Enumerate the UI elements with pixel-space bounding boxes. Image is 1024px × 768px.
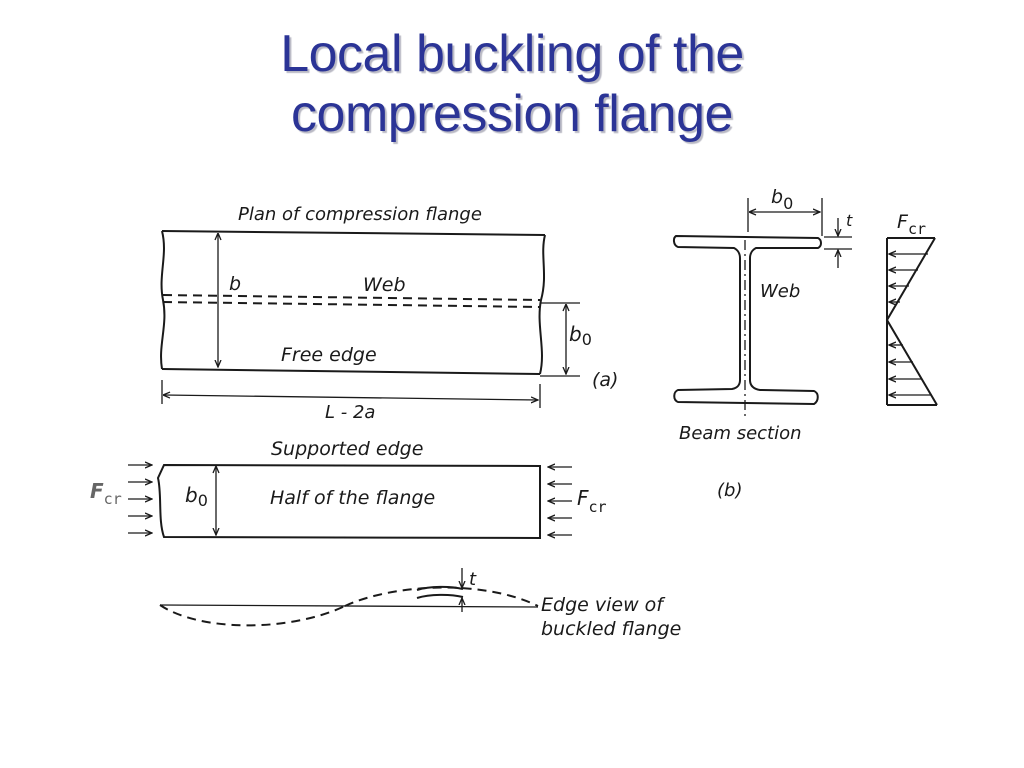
beam-t-label: t — [846, 211, 853, 230]
fcr-left-subscript: cr — [104, 490, 122, 508]
length-label: L - 2a — [325, 402, 375, 423]
flange-top-edge — [161, 230, 546, 236]
part-b-label: (b) — [717, 480, 742, 501]
edge-t-label: t — [469, 569, 477, 590]
stress-arrows — [889, 254, 932, 395]
free-edge-label: Free edge — [281, 344, 377, 366]
edge-view-diagram: t Edge view of buckled flange — [159, 568, 681, 640]
part-a-label: (a) — [592, 369, 618, 391]
right-force-arrows — [548, 467, 572, 535]
b0-subscript: 0 — [582, 330, 592, 349]
stress-fcr-subscript: cr — [908, 220, 926, 238]
half-flange-diagram: Supported edge b0 Half of the flange Fcr… — [90, 438, 607, 540]
beam-b0-letter: b — [771, 186, 783, 208]
left-force-arrows — [128, 465, 152, 533]
fcr-right-letter: F — [577, 486, 589, 510]
length-dimension-arrow — [164, 395, 538, 400]
stress-profile — [885, 237, 938, 406]
buckled-shape-upper — [344, 586, 539, 607]
b0-label-half: b0 — [185, 483, 208, 510]
b0-letter: b — [569, 322, 582, 346]
stress-fcr-letter: F — [897, 211, 909, 233]
fcr-left-letter: F — [90, 479, 104, 503]
web-dashed-line-upper — [162, 294, 541, 301]
slide-title-line-2: compression flange — [291, 85, 733, 143]
flange-bottom-edge — [161, 368, 541, 375]
flange-left-break — [160, 230, 166, 370]
beam-section-label: Beam section — [679, 423, 802, 444]
beam-b0-label: b0 — [771, 186, 793, 213]
flange-right-break — [538, 234, 546, 375]
b-label: b — [229, 273, 241, 295]
beam-section-diagram: b0 Web t Beam section (b) — [672, 186, 853, 501]
beam-web-label: Web — [760, 281, 800, 302]
fcr-right-label: Fcr — [577, 486, 607, 516]
stress-fcr-label: Fcr — [897, 211, 926, 238]
straight-flange-line — [159, 604, 539, 608]
i-beam-outline — [672, 234, 822, 406]
web-label: Web — [363, 274, 406, 296]
edge-view-caption-line-1: Edge view of — [541, 594, 666, 616]
edge-view-caption-line-2: buckled flange — [541, 618, 681, 640]
half-b0-subscript: 0 — [198, 491, 208, 510]
buckled-shape-lower — [159, 604, 346, 627]
web-dashed-line-lower — [162, 301, 541, 308]
half-flange-label: Half of the flange — [270, 487, 435, 509]
beam-b0-subscript: 0 — [783, 194, 793, 213]
fcr-right-subscript: cr — [589, 498, 607, 516]
fcr-left-label: Fcr — [90, 479, 122, 508]
b0-label-a: b0 — [569, 322, 592, 349]
plan-label: Plan of compression flange — [238, 204, 482, 225]
stress-distribution-diagram: Fcr — [885, 211, 938, 406]
slide-title: Local buckling of the compression flange — [0, 24, 1024, 144]
half-flange-outline — [156, 463, 541, 540]
supported-edge-label: Supported edge — [271, 438, 423, 460]
half-b0-letter: b — [185, 483, 198, 507]
slide-title-line-1: Local buckling of the — [280, 25, 744, 83]
plan-of-compression-flange: Plan of compression flange b Web b0 Free… — [160, 204, 618, 423]
